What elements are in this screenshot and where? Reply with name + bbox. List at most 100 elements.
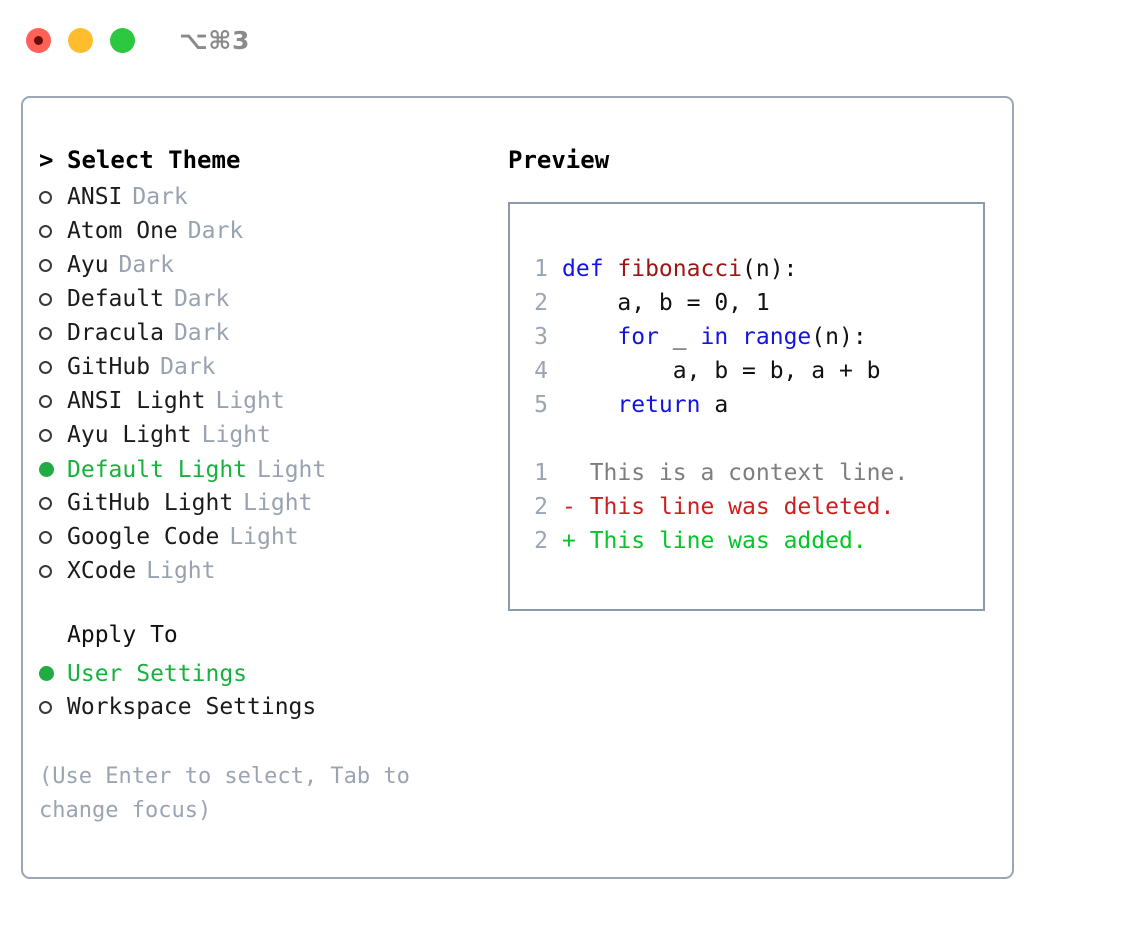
radio-unselected-icon[interactable] xyxy=(39,248,67,282)
radio-bullet-shape xyxy=(39,496,52,510)
diff-line: 2+ This line was added. xyxy=(528,524,983,558)
radio-unselected-icon[interactable] xyxy=(39,520,67,554)
theme-picker-header-label: Select Theme xyxy=(67,146,241,174)
code-line-content: a, b = b, a + b xyxy=(562,354,881,388)
radio-unselected-icon[interactable] xyxy=(39,316,67,350)
radio-bullet-shape xyxy=(39,700,52,714)
traffic-light-buttons xyxy=(26,27,135,53)
theme-picker-header: > Select Theme xyxy=(39,146,493,180)
theme-list-item[interactable]: Default Light Light xyxy=(39,452,493,486)
theme-list-item[interactable]: ANSI Light Light xyxy=(39,384,493,418)
theme-variant-tag: Dark xyxy=(173,319,230,346)
diff-line-text: This line was added. xyxy=(575,528,867,554)
code-line-number: 5 xyxy=(534,392,548,418)
diff-line: 2- This line was deleted. xyxy=(528,490,983,524)
radio-bullet-shape xyxy=(39,292,52,306)
code-line: 5 return a xyxy=(528,388,983,422)
code-token: fibonacci xyxy=(617,256,743,282)
diff-sample: 1 This is a context line.2- This line wa… xyxy=(528,456,983,558)
radio-bullet-shape xyxy=(39,326,52,340)
theme-name-label: Default Light xyxy=(67,456,248,483)
radio-unselected-icon[interactable] xyxy=(39,180,67,214)
theme-variant-tag: Dark xyxy=(160,353,216,380)
section-spacer xyxy=(39,588,493,622)
apply-to-option[interactable]: Workspace Settings xyxy=(39,690,493,724)
radio-bullet-shape xyxy=(39,394,52,408)
diff-line: 1 This is a context line. xyxy=(528,456,983,490)
help-text: (Use Enter to select, Tab to change focu… xyxy=(39,764,410,823)
apply-to-option[interactable]: User Settings xyxy=(39,656,493,690)
theme-variant-tag: Light xyxy=(243,489,313,516)
window-title: ⌥⌘3 xyxy=(179,25,250,55)
radio-bullet-shape xyxy=(39,360,52,374)
apply-to-option-label: User Settings xyxy=(67,660,248,687)
radio-bullet-shape xyxy=(39,461,54,477)
radio-unselected-icon[interactable] xyxy=(39,486,67,520)
code-token: _ xyxy=(658,324,701,350)
code-token: for xyxy=(617,324,659,350)
code-line-number: 3 xyxy=(534,324,548,350)
radio-unselected-icon[interactable] xyxy=(39,690,67,724)
radio-bullet-shape xyxy=(39,224,52,238)
diff-line-number: 1 xyxy=(534,460,548,486)
theme-name-label: Atom One xyxy=(67,217,178,244)
theme-variant-tag: Dark xyxy=(132,183,188,210)
code-token xyxy=(562,324,617,350)
radio-bullet-shape xyxy=(39,428,52,442)
code-token: def xyxy=(562,256,618,282)
code-token: return xyxy=(617,392,701,418)
theme-name-label: ANSI xyxy=(67,183,123,210)
radio-unselected-icon[interactable] xyxy=(39,350,67,384)
radio-selected-icon[interactable] xyxy=(39,656,67,690)
theme-variant-tag: Light xyxy=(257,456,327,483)
code-line-number: 2 xyxy=(534,290,548,316)
code-line: 1 def fibonacci(n): xyxy=(528,252,983,286)
apply-to-header-label: Apply To xyxy=(67,622,178,648)
code-line-number: 1 xyxy=(534,256,548,282)
theme-variant-tag: Dark xyxy=(118,251,174,278)
theme-list-item[interactable]: Dracula Dark xyxy=(39,316,493,350)
radio-selected-icon[interactable] xyxy=(39,452,67,486)
radio-bullet-shape xyxy=(39,258,52,272)
theme-name-label: Google Code xyxy=(67,523,220,550)
diff-sign xyxy=(562,456,576,490)
code-token: a xyxy=(700,392,729,418)
radio-unselected-icon[interactable] xyxy=(39,384,67,418)
theme-variant-tag: Light xyxy=(215,387,285,414)
minimize-button-icon[interactable] xyxy=(68,27,93,53)
code-token: (n): xyxy=(811,324,867,350)
code-token: in xyxy=(700,324,729,350)
radio-unselected-icon[interactable] xyxy=(39,418,67,452)
close-button-icon[interactable] xyxy=(26,27,51,53)
diff-line-number: 2 xyxy=(534,494,548,520)
radio-bullet-shape xyxy=(39,530,52,544)
radio-unselected-icon[interactable] xyxy=(39,214,67,248)
code-token xyxy=(562,392,617,418)
apply-to-option-label: Workspace Settings xyxy=(67,693,317,720)
code-line: 2 a, b = 0, 1 xyxy=(528,286,983,320)
diff-sign: - xyxy=(562,494,576,520)
code-token: (n): xyxy=(742,256,798,282)
theme-name-label: Dracula xyxy=(67,319,164,346)
radio-unselected-icon[interactable] xyxy=(39,282,67,316)
preview-title: Preview xyxy=(508,146,610,174)
radio-unselected-icon[interactable] xyxy=(39,554,67,588)
theme-name-label: Default xyxy=(67,285,164,312)
maximize-button-icon[interactable] xyxy=(110,27,135,53)
theme-name-label: ANSI Light xyxy=(67,387,206,414)
radio-bullet-shape xyxy=(39,665,54,681)
diff-line-number: 2 xyxy=(534,528,548,554)
theme-list-item[interactable]: ANSI Dark xyxy=(39,180,493,214)
